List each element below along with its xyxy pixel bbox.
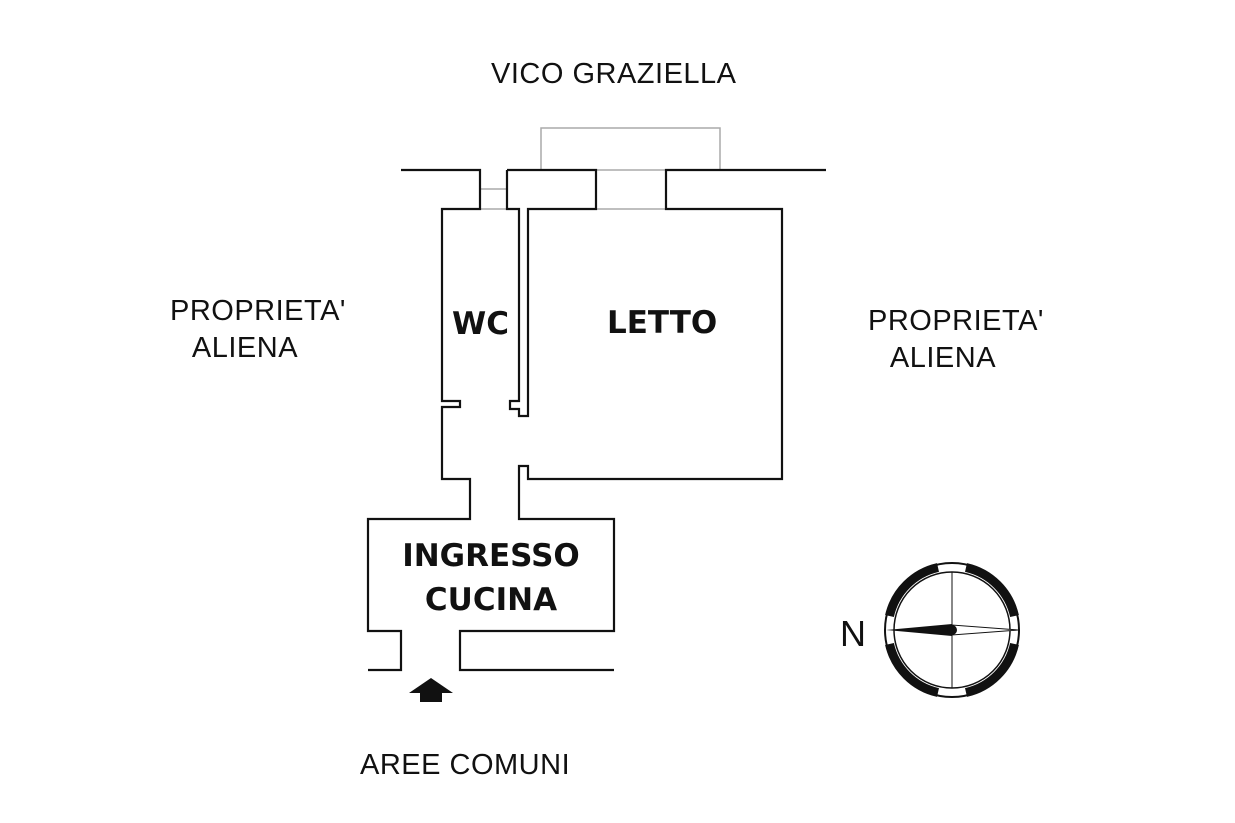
compass-north-label: N <box>840 613 867 654</box>
wall-street-left <box>366 168 482 672</box>
compass-pivot <box>947 625 957 635</box>
balcony-outline <box>540 127 721 169</box>
compass-needle-north <box>886 624 952 636</box>
compass-icon <box>884 562 1020 698</box>
right-property-label: PROPRIETA' ALIENA <box>868 307 1044 373</box>
wall-pier-wc <box>505 168 598 418</box>
window-outlines <box>480 127 721 210</box>
right-property-line2: ALIENA <box>889 342 997 374</box>
compass-outer-ring <box>884 562 1020 698</box>
common-areas-label: AREE COMUNI <box>360 749 571 781</box>
walls <box>366 168 826 672</box>
room-label-bedroom: LETTO <box>607 305 718 341</box>
compass-needle-south <box>951 624 1019 636</box>
entrance-arrow-icon <box>409 678 453 702</box>
room-label-wc: WC <box>452 306 509 342</box>
room-label-kitchen: CUCINA <box>424 582 558 618</box>
left-property-label: PROPRIETA' ALIENA <box>170 297 346 363</box>
room-label-entrance-kitchen: INGRESSO CUCINA <box>368 541 614 616</box>
wall-street-right <box>458 168 826 672</box>
street-label: VICO GRAZIELLA <box>491 58 737 90</box>
left-property-line1: PROPRIETA' <box>170 295 346 327</box>
right-property-line1: PROPRIETA' <box>868 305 1044 337</box>
room-label-entrance: INGRESSO <box>402 538 580 574</box>
left-property-line2: ALIENA <box>191 332 299 364</box>
compass-ring-segments <box>885 563 1019 697</box>
